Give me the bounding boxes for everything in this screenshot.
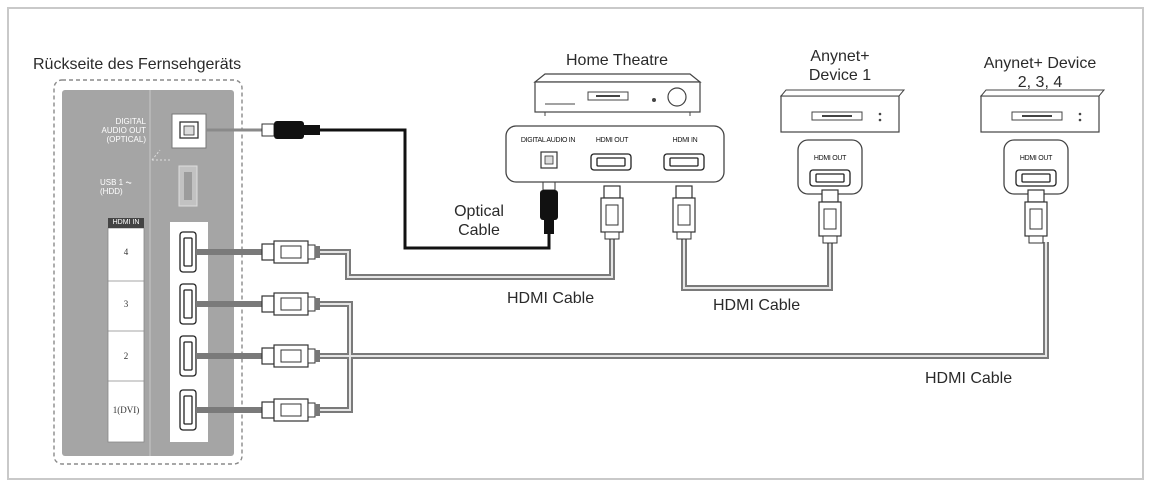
- anynet-device-1-label-line1: Anynet+: [810, 48, 870, 65]
- tv-back-outline: [53, 79, 243, 465]
- hdmi-cable-label-3: HDMI Cable: [925, 370, 1013, 387]
- ht-hdmi-out-label: HDMI OUT: [595, 137, 629, 144]
- diagram-frame: [7, 7, 1144, 480]
- optical-cable-label-line1: Optical: [454, 203, 504, 220]
- hdmi-cable-label-1: HDMI Cable: [507, 290, 595, 307]
- anynet-device-234-label: Anynet+ Device 2, 3, 4: [975, 54, 1105, 92]
- optical-cable-label-line2: Cable: [458, 222, 500, 239]
- hdmi-in-strip: [107, 227, 145, 443]
- ht-hdmi-in-label: HDMI IN: [672, 137, 698, 144]
- optical-cable-label: Optical Cable: [444, 202, 514, 240]
- home-theatre-label: Home Theatre: [566, 52, 668, 69]
- tv-back-panel: [62, 90, 234, 456]
- anynet-device-1-label-line2: Device 1: [808, 67, 872, 84]
- home-theatre-device: [533, 73, 702, 116]
- ht-digital-audio-in-label: DIGITAL AUDIO IN: [520, 137, 576, 144]
- digital-audio-out-label: DIGITAL AUDIO OUT (OPTICAL): [101, 117, 146, 144]
- anynet-device-234-label-line1: Anynet+ Device: [983, 55, 1097, 72]
- hdmi-port-2-label: 2: [123, 351, 129, 361]
- tv-back-label: Rückseite des Fernsehgeräts: [33, 56, 242, 73]
- anynet-234-hdmi-out-label: HDMI OUT: [1019, 155, 1053, 162]
- hdmi-port-4-label: 4: [123, 247, 129, 257]
- anynet-device-234-label-line2: 2, 3, 4: [1017, 74, 1063, 91]
- anynet-device-1-label: Anynet+ Device 1: [790, 47, 890, 85]
- hdmi-cable-label-2: HDMI Cable: [713, 297, 801, 314]
- hdmi-in-label: HDMI IN: [112, 219, 140, 226]
- anynet-1-hdmi-out-label: HDMI OUT: [813, 155, 847, 162]
- optical-plug-tv: [261, 121, 320, 139]
- optical-plug-ht: [540, 177, 558, 234]
- anynet-device-234: [979, 89, 1106, 133]
- anynet-device-1: [779, 89, 906, 133]
- hdmi-port-3-label: 3: [123, 299, 129, 309]
- hdmi-port-1-dvi-label: 1(DVI): [112, 405, 140, 415]
- usb-label: USB 1 ⏦ (HDD): [100, 178, 132, 196]
- optical-cable: [320, 128, 551, 250]
